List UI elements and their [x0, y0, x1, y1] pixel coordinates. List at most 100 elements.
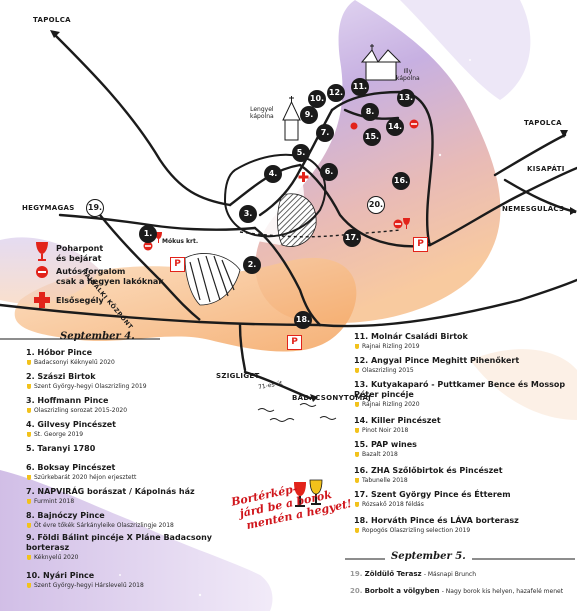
map-marker-8[interactable]: 8. — [361, 103, 379, 121]
entry-name: 14. Killer Pincészet — [354, 416, 441, 425]
entry-name: 2. Szászi Birtok — [26, 372, 96, 381]
map-marker-18[interactable]: 18. — [294, 311, 312, 329]
entry-wine: Kéknyelű 2020 — [26, 553, 266, 562]
entry-wine: Tabunelle 2018 — [354, 476, 574, 485]
map-marker-12[interactable]: 12. — [327, 84, 345, 102]
entry-wine: Badacsonyi Kéknyelű 2020 — [26, 358, 266, 367]
sept5-entry-num: 19. — [350, 570, 363, 578]
map-marker-20[interactable]: 20. — [367, 196, 385, 214]
label-hegymagas: HEGYMAGAS — [22, 204, 75, 212]
entry-name: 12. Angyal Pince Meghitt Pihenőkert — [354, 356, 520, 365]
label-nemesgulacs: NEMESGULÁCS — [502, 205, 565, 213]
label-szigliget: SZIGLIGET — [216, 372, 260, 380]
entry-name: 4. Gilvesy Pincészet — [26, 420, 116, 429]
map-marker-10[interactable]: 10. — [308, 90, 326, 108]
entry-name: 15. PAP wines — [354, 440, 417, 449]
sept5-entry-desc: - Másnapi Brunch — [423, 571, 477, 578]
map-marker-7[interactable]: 7. — [316, 124, 334, 142]
entry-wine: Olaszrizling 2015 — [354, 366, 574, 375]
sept5-entry-name: Borbolt a völgyben — [364, 587, 440, 595]
entry-wine: Ropogós Olaszrizling selection 2019 — [354, 526, 574, 535]
map-marker-1[interactable]: 1. — [139, 225, 157, 243]
entry-name: 18. Horváth Pince és LÁVA borterasz — [354, 516, 519, 525]
sept4-entry[interactable]: 9. Földi Bálint pincéje X Pláne Badacson… — [26, 533, 266, 562]
parking-icon: P — [287, 335, 302, 350]
legend-first-aid-icon — [34, 292, 50, 308]
map-marker-4[interactable]: 4. — [264, 165, 282, 183]
sept4-entry[interactable]: 5. Taranyi 1780 — [26, 444, 266, 454]
entry-name: 5. Taranyi 1780 — [26, 444, 96, 453]
entry-name: 9. Földi Bálint pincéje X Pláne Badacson… — [26, 533, 212, 552]
entry-wine: Öt évre tőkék Sárkányleike Olaszrizlingj… — [26, 521, 266, 530]
label-mokus-krt: Mókus krt. — [162, 238, 199, 245]
entry-wine: Bazalt 2018 — [354, 450, 574, 459]
map-marker-11[interactable]: 11. — [351, 78, 369, 96]
sept5-heading: September 5. — [385, 551, 472, 562]
entry-name: 11. Molnár Családi Birtok — [354, 332, 468, 341]
legend-elsosegely: Elsősegély — [56, 296, 104, 305]
legend-poharpont: Poharpont és bejárat — [56, 244, 104, 263]
label-badacsonytomaj: BADACSONYTOMAJ — [292, 394, 372, 402]
entry-name: 7. NAPVIRÁG borászat / Kápolnás ház — [26, 487, 195, 496]
entry-name: 13. Kutyakaparó - Puttkamer Bence és Mos… — [354, 380, 566, 399]
entry-name: 10. Nyári Pince — [26, 571, 95, 580]
entry-wine: Rajnai Rizling 2019 — [354, 342, 574, 351]
sept5-entry-num: 20. — [350, 587, 363, 595]
map-marker-6[interactable]: 6. — [320, 163, 338, 181]
entry-name: 3. Hoffmann Pince — [26, 396, 109, 405]
legend-autos: Autós forgalom csak a hegyen lakóknak — [56, 267, 164, 286]
label-kisapati: KISAPÁTI — [527, 165, 565, 173]
label-tapolca-ne: TAPOLCA — [524, 119, 562, 127]
map-marker-17[interactable]: 17. — [343, 229, 361, 247]
map-marker-13[interactable]: 13. — [397, 89, 415, 107]
sept4-heading: September 4. — [60, 331, 135, 342]
parking-icon: P — [170, 257, 185, 272]
map-marker-14[interactable]: 14. — [386, 118, 404, 136]
legend-glass-icon — [36, 242, 48, 261]
entry-wine: Rózsakő 2018 féldás — [354, 500, 574, 509]
entry-wine: Furmint 2018 — [26, 497, 266, 506]
sept5-entry-name: Zöldülő Terasz — [364, 570, 422, 578]
sept5-entry-19[interactable]: 19. Zöldülő Terasz - Másnapi Brunch — [350, 570, 476, 579]
map-marker-3[interactable]: 3. — [239, 205, 257, 223]
lengyel-chapel-icon — [282, 96, 301, 141]
map-marker-16[interactable]: 16. — [392, 172, 410, 190]
label-illy-kapolna: Illy kápolna — [396, 68, 420, 82]
map-marker-9[interactable]: 9. — [300, 106, 318, 124]
entry-name: 6. Boksay Pincészet — [26, 463, 116, 472]
map-marker-19[interactable]: 19. — [86, 199, 104, 217]
sept5-entry-desc: - Nagy borok kis helyen, hazafelé menet — [441, 588, 564, 595]
entry-name: 1. Hóbor Pince — [26, 348, 93, 357]
entry-wine: Szürkebarát 2020 héjon erjesztett — [26, 473, 266, 482]
entry-wine: Szent György-hegyi Hárslevelű 2018 — [26, 581, 266, 590]
label-lengyel-kapolna: Lengyel kápolna — [250, 106, 274, 120]
entry-name: 17. Szent György Pince és Étterem — [354, 490, 511, 499]
entry-wine: Szent György-hegyi Olaszrizling 2019 — [26, 382, 266, 391]
map-marker-2[interactable]: 2. — [243, 256, 261, 274]
sept4-right-entry[interactable]: 13. Kutyakaparó - Puttkamer Bence és Mos… — [354, 380, 574, 409]
label-tapolca-nw: TAPOLCA — [33, 16, 71, 24]
sept5-entry-20[interactable]: 20. Borbolt a völgyben - Nagy borok kis … — [350, 587, 563, 596]
parking-icon: P — [413, 237, 428, 252]
entry-wine: Pinot Noir 2018 — [354, 426, 574, 435]
map-marker-15[interactable]: 15. — [363, 128, 381, 146]
legend-no-entry-icon — [36, 266, 48, 278]
map-marker-5[interactable]: 5. — [292, 144, 310, 162]
